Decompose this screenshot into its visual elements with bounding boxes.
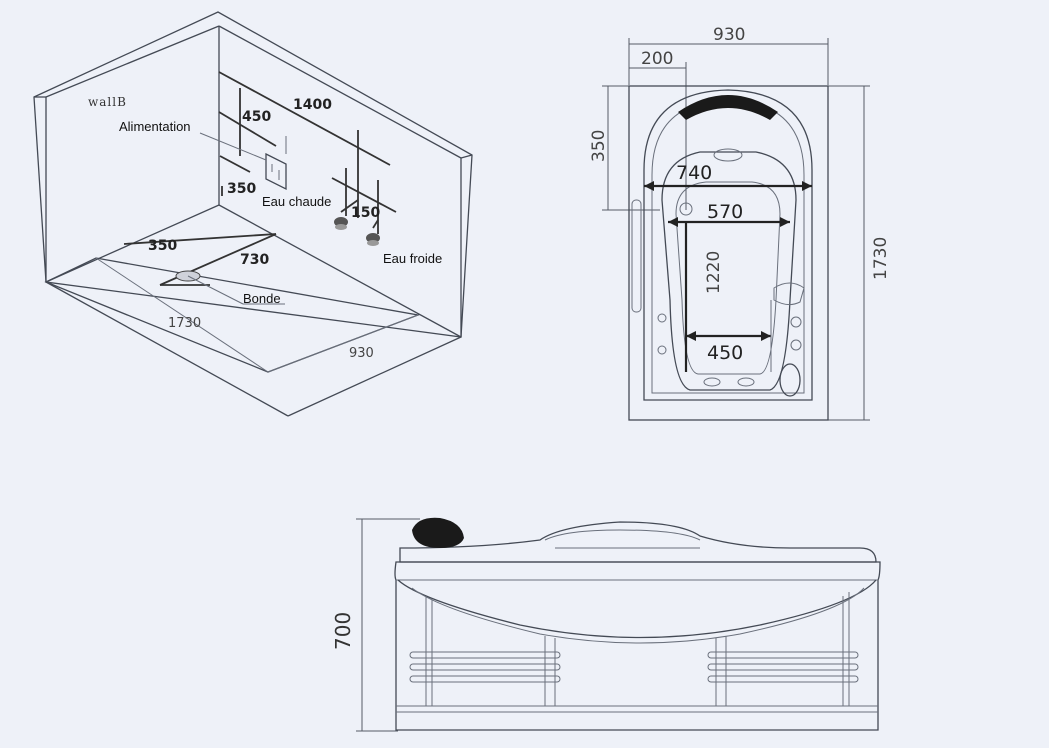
dim-width: 930 (713, 25, 745, 45)
tub-outer-frame (628, 85, 829, 421)
dim-height: 700 (331, 612, 355, 650)
dim-supply-height: 350 (227, 181, 256, 197)
room-isometric-view: wallB Alimentation Eau chaude Eau froide… (33, 11, 473, 417)
cold-water-label: Eau froide (383, 251, 442, 266)
dim-headrest-offset: 200 (641, 49, 673, 69)
room-wall-outline (33, 11, 473, 338)
jet-icon (737, 377, 755, 387)
wall-label: wallB (88, 95, 127, 109)
dim-length: 1730 (871, 237, 891, 280)
jet-icon (679, 202, 693, 216)
supply-label: Alimentation (119, 119, 191, 134)
jet-icon (703, 377, 721, 387)
dim-floor-length: 1730 (168, 316, 201, 331)
inner-basin (661, 151, 797, 391)
dim-drain-length: 730 (240, 252, 269, 268)
dim-inner-width-mid: 570 (707, 201, 743, 223)
tub-rim (399, 521, 877, 563)
supply-box (265, 152, 287, 191)
dim-supply-offset: 450 (242, 109, 271, 125)
hot-water-valve-icon (334, 199, 359, 230)
vent-grille-left-icon (409, 651, 561, 683)
jet-icon (657, 313, 667, 323)
grab-rail-icon (631, 199, 642, 313)
headrest-icon (678, 95, 778, 120)
jet-icon (657, 345, 667, 355)
dim-inner-width-top: 740 (676, 162, 712, 184)
bathtub-side-view: 700 (331, 517, 881, 732)
hot-water-label: Eau chaude (262, 194, 331, 209)
overflow-icon (713, 148, 743, 162)
dim-drain-offset: 350 (148, 238, 177, 254)
dim-valve-spacing: 150 (351, 205, 380, 221)
cold-water-valve-icon (366, 219, 380, 246)
bathtub-top-view: 930 200 350 740 570 1220 450 1730 (589, 25, 891, 421)
dim-inner-length: 1220 (704, 251, 724, 294)
tub-skirt (394, 561, 881, 731)
drain-label: Bonde (243, 291, 281, 306)
jet-icon (790, 316, 802, 328)
dim-inner-width-bottom: 450 (707, 342, 743, 364)
vent-grille-right-icon (707, 651, 859, 683)
dim-head-depth: 350 (589, 130, 609, 162)
jet-icon (790, 339, 802, 351)
side-headrest-icon (412, 517, 464, 548)
dim-floor-width: 930 (349, 346, 374, 361)
dim-wall-span: 1400 (293, 97, 332, 113)
faucet-icon (773, 282, 805, 306)
tub-shell (643, 89, 813, 401)
wall-span-line (218, 71, 391, 166)
drain-cap-icon (779, 363, 801, 397)
